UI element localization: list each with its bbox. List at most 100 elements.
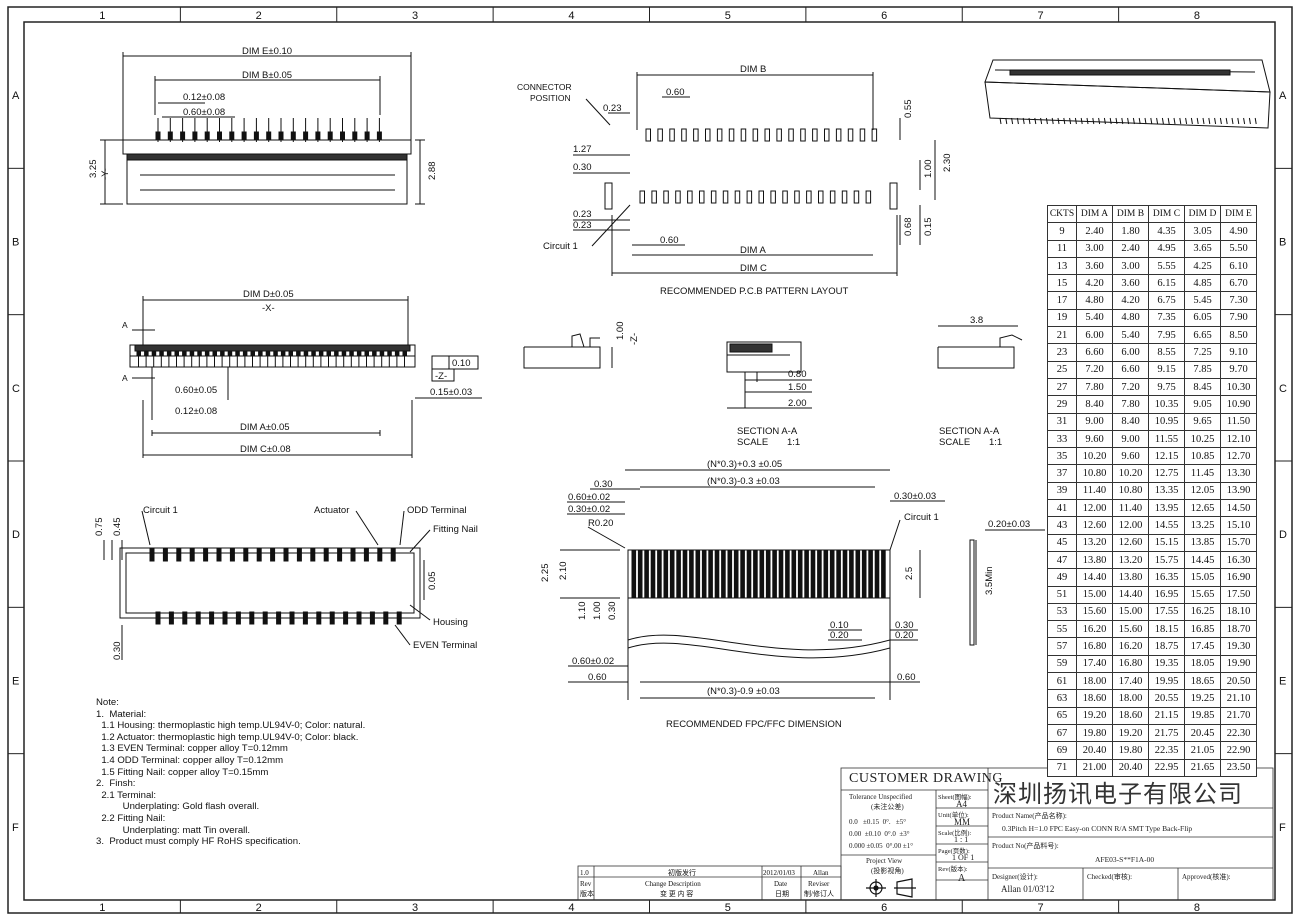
table-cell: 23.50 — [1220, 758, 1257, 777]
front-view — [129, 296, 482, 458]
section-label-1: SECTION A-A — [737, 426, 798, 437]
note-line: Underplating: Gold flash overall. — [96, 801, 260, 813]
project-view: Project View — [866, 857, 903, 865]
table-cell: 7.95 — [1148, 326, 1185, 345]
table-cell: 7.90 — [1220, 308, 1257, 328]
tol-row-2: 0.00 ±0.10 0°.0 ±3° — [849, 830, 910, 838]
table-cell: 22.30 — [1220, 723, 1257, 743]
top-pin-width: 0.12±0.08 — [183, 92, 225, 103]
note-line: 3. Product must comply HF RoHS specifica… — [96, 836, 301, 848]
zone-row-label: C — [12, 383, 20, 395]
table-cell: 11.50 — [1220, 412, 1257, 431]
table-cell: 19.95 — [1148, 672, 1185, 691]
sheet-value: A4 — [956, 799, 967, 809]
zone-row-label: F — [1279, 822, 1286, 834]
table-cell: 21.05 — [1184, 741, 1221, 760]
table-cell: 41 — [1047, 499, 1077, 518]
table-header: DIM E — [1220, 204, 1257, 224]
rev-h-rev: Rev — [580, 880, 592, 888]
table-cell: 9.00 — [1076, 412, 1113, 431]
fpc-r020: R0.20 — [588, 518, 613, 529]
table-cell: 10.80 — [1112, 481, 1149, 501]
product-no-label: Product No(产品料号): — [992, 842, 1059, 850]
table-cell: 6.00 — [1112, 343, 1149, 362]
table-cell: 4.20 — [1076, 274, 1113, 293]
table-header: CKTS — [1047, 204, 1077, 224]
bottom-housing: Housing — [433, 617, 468, 628]
note-line: 2.1 Terminal: — [96, 789, 157, 801]
table-cell: 21.70 — [1220, 706, 1257, 725]
table-cell: 25 — [1047, 360, 1077, 379]
table-cell: 37 — [1047, 464, 1077, 483]
note-line: 1.3 EVEN Terminal: copper alloy T=0.12mm — [96, 743, 288, 755]
table-cell: 53 — [1047, 602, 1077, 622]
fpc-d060: 0.60 — [588, 672, 607, 683]
pcb-caption: RECOMMENDED P.C.B PATTERN LAYOUT — [660, 286, 848, 297]
table-cell: 19.20 — [1112, 723, 1149, 743]
front-section-mark-a2: A — [122, 373, 128, 383]
table-cell: 13.25 — [1184, 516, 1221, 535]
section-d080: 0.80 — [788, 369, 807, 380]
table-cell: 12.75 — [1148, 464, 1185, 483]
table-cell: 15.75 — [1148, 550, 1185, 570]
zone-row-label: A — [12, 90, 20, 102]
table-cell: 59 — [1047, 654, 1077, 674]
table-cell: 14.45 — [1184, 550, 1221, 570]
sheet-label: Sheet(图幅): — [938, 794, 972, 801]
fpc-d210: 2.10 — [558, 562, 569, 581]
table-header: DIM D — [1184, 204, 1221, 224]
table-cell: 4.95 — [1148, 239, 1185, 258]
table-cell: 23 — [1047, 343, 1077, 362]
section-d200: 2.00 — [788, 398, 807, 409]
pcb-dim-a: DIM A — [740, 245, 767, 256]
note-line: 1.5 Fitting Nail: copper alloy T=0.15mm — [96, 766, 269, 778]
table-cell: 9.60 — [1076, 429, 1113, 449]
table-cell: 57 — [1047, 637, 1077, 656]
table-cell: 8.40 — [1076, 395, 1113, 414]
bottom-even-terminal: EVEN Terminal — [413, 640, 477, 651]
table-cell: 13.85 — [1184, 533, 1221, 552]
table-cell: 61 — [1047, 672, 1077, 691]
table-cell: 13.95 — [1148, 499, 1185, 518]
company-name: 深圳扬讯电子有限公司 — [993, 782, 1243, 808]
zone-row-label: A — [1279, 90, 1287, 102]
approved-label: Approved(核准): — [1182, 873, 1231, 881]
table-cell: 8.50 — [1220, 326, 1257, 345]
table-cell: 33 — [1047, 429, 1077, 449]
table-cell: 19.85 — [1184, 706, 1221, 725]
section-scale-value-1: 1:1 — [787, 437, 800, 448]
table-cell: 15.60 — [1112, 620, 1149, 639]
fpc-caption: RECOMMENDED FPC/FFC DIMENSION — [666, 719, 842, 730]
revision-block — [577, 865, 842, 901]
tolerance-title: Tolerance Unspecified — [849, 793, 913, 801]
fpc-d020-003: 0.20±0.03 — [988, 519, 1030, 530]
table-cell: 3.60 — [1076, 256, 1113, 276]
table-cell: 9.05 — [1184, 395, 1221, 414]
table-cell: 16.25 — [1184, 602, 1221, 622]
table-cell: 19.80 — [1076, 723, 1113, 743]
table-cell: 18.00 — [1112, 689, 1149, 708]
zone-column-label: 2 — [256, 902, 262, 914]
table-cell: 6.60 — [1112, 360, 1149, 379]
table-cell: 67 — [1047, 723, 1077, 743]
front-dim-c: DIM C±0.08 — [240, 444, 291, 455]
table-cell: 9.70 — [1220, 360, 1257, 379]
table-cell: 4.35 — [1148, 222, 1185, 241]
table-cell: 13.35 — [1148, 481, 1185, 501]
table-cell: 9.15 — [1148, 360, 1185, 379]
fpc-d020r: 0.20 — [895, 630, 914, 641]
table-cell: 55 — [1047, 620, 1077, 639]
top-pitch: 0.60±0.08 — [183, 107, 225, 118]
table-cell: 4.80 — [1076, 291, 1113, 310]
bottom-view — [103, 510, 431, 660]
zone-column-label: 1 — [99, 902, 105, 914]
pcb-d030: 0.30 — [573, 162, 592, 173]
table-cell: 16.90 — [1220, 568, 1257, 587]
table-cell: 35 — [1047, 447, 1077, 466]
table-cell: 10.20 — [1076, 447, 1113, 466]
